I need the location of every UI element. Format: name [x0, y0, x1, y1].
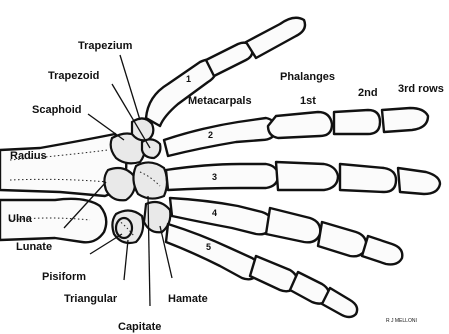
row-1st-label: 1st	[300, 95, 316, 107]
triangular-label: Triangular	[64, 293, 118, 305]
artist-signature: R J MELLONI	[386, 318, 417, 324]
digit-4-number: 4	[212, 208, 217, 218]
ulna-label: Ulna	[8, 213, 33, 225]
carpal-bones	[104, 118, 170, 243]
digit-1-number: 1	[186, 74, 191, 84]
digit-3-number: 3	[212, 172, 217, 182]
row-2nd-label: 2nd	[358, 87, 378, 99]
lunate-bone	[104, 168, 135, 200]
middle-finger-bones	[166, 162, 440, 194]
capitate-bone	[133, 162, 167, 198]
digit-2-number: 2	[208, 130, 213, 140]
scaphoid-label: Scaphoid	[32, 104, 82, 116]
capitate-label: Capitate	[118, 321, 161, 333]
phalanges-label: Phalanges	[280, 71, 335, 83]
trapezium-label: Trapezium	[78, 40, 133, 52]
triangular-leader	[124, 240, 128, 280]
metacarpals-label: Metacarpals	[188, 95, 252, 107]
pisiform-label: Pisiform	[42, 271, 86, 283]
hamate-label: Hamate	[168, 293, 208, 305]
trapezium-leader	[120, 55, 140, 120]
trapezoid-bone	[142, 139, 160, 158]
pisiform-bone	[116, 218, 132, 238]
trapezoid-label: Trapezoid	[48, 70, 99, 82]
row-3rd-label: 3rd rows	[398, 83, 444, 95]
radius-label: Radius	[10, 150, 47, 162]
digit-5-number: 5	[206, 242, 211, 252]
index-finger-bones	[164, 108, 428, 156]
lunate-label: Lunate	[16, 241, 52, 253]
